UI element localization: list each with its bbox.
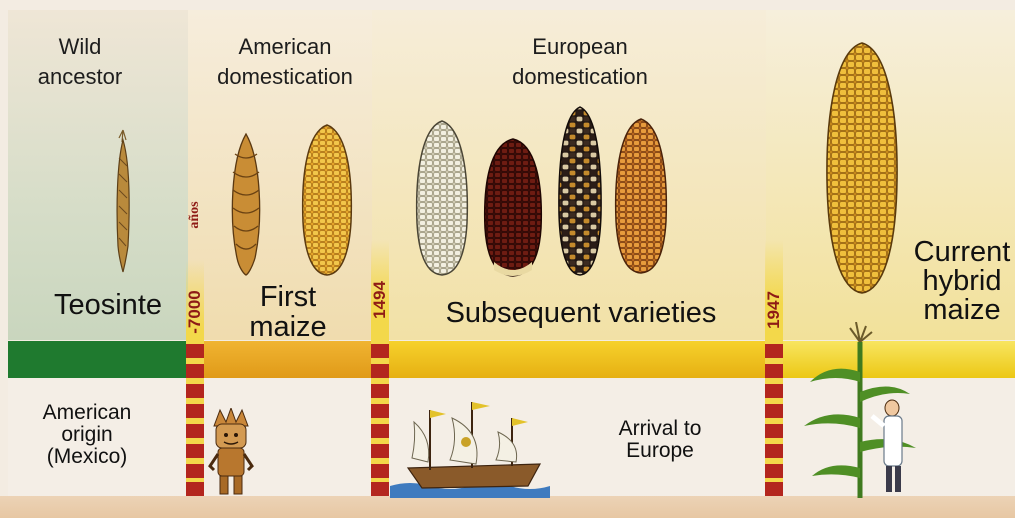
early-cob-illustration — [225, 130, 267, 276]
hybrid-cob-illustration — [823, 40, 901, 296]
white-cob-illustration — [412, 118, 472, 278]
teosinte-ear-illustration — [108, 128, 138, 273]
first-maize-line1: First — [238, 282, 338, 312]
american-origin-line2: origin — [22, 424, 152, 446]
current-line1: Current — [906, 238, 1015, 267]
arrival-line1: Arrival to — [590, 418, 730, 440]
header-european-line1: European — [490, 32, 670, 62]
year-1947-label: 1947 — [764, 288, 784, 332]
year-1494-label: 1494 — [370, 278, 390, 322]
multicolor-cob-illustration — [555, 104, 605, 278]
wild-band — [8, 341, 188, 378]
first-maize-cob-illustration — [298, 122, 356, 277]
header-wild-line1: Wild — [20, 32, 140, 62]
aztec-figure-illustration — [206, 408, 256, 498]
teosinte-label: Teosinte — [38, 290, 178, 320]
orange-cob-illustration — [612, 116, 670, 276]
arrival-line2: Europe — [590, 440, 730, 462]
dark-red-cob-illustration — [480, 136, 546, 278]
header-european-line2: domestication — [490, 62, 670, 92]
header-european-domestication: European domestication — [490, 32, 670, 92]
current-hybrid-maize-label: Current hybrid maize — [906, 238, 1015, 325]
bottom-strip — [0, 496, 1015, 518]
header-american-line1: American — [200, 32, 370, 62]
american-band — [188, 341, 372, 378]
corn-plant-scientist-illustration — [800, 322, 940, 498]
first-maize-label: First maize — [238, 282, 338, 342]
header-wild-ancestor: Wild ancestor — [20, 32, 140, 92]
american-origin-label: American origin (Mexico) — [22, 402, 152, 468]
american-origin-line3: (Mexico) — [22, 446, 152, 468]
american-origin-line1: American — [22, 402, 152, 424]
current-line3: maize — [906, 296, 1015, 325]
arrival-europe-label: Arrival to Europe — [590, 418, 730, 462]
caravel-ship-illustration — [390, 398, 550, 498]
european-band — [372, 341, 766, 378]
first-maize-line2: maize — [238, 312, 338, 342]
header-american-line2: domestication — [200, 62, 370, 92]
years-unit-label: años — [187, 195, 205, 235]
current-line2: hybrid — [906, 267, 1015, 296]
header-american-domestication: American domestication — [200, 32, 370, 92]
scale-1947 — [765, 240, 783, 496]
year-minus7000-label: -7000 — [185, 286, 205, 338]
subsequent-varieties-label: Subsequent varieties — [426, 298, 736, 328]
header-wild-line2: ancestor — [20, 62, 140, 92]
